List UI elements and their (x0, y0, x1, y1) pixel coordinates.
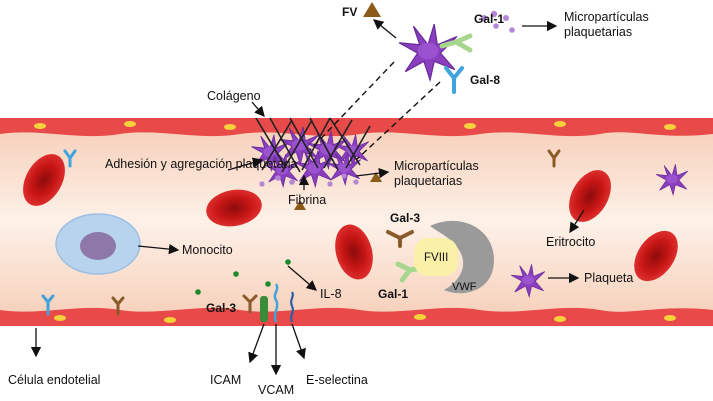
label-il8: IL-8 (320, 287, 342, 301)
label-endothelial: Célula endotelial (8, 373, 100, 387)
label-gal3-left: Gal-3 (206, 301, 236, 315)
galectins (41, 33, 561, 316)
vessel-wall-top (0, 118, 713, 137)
label-collagen: Colágeno (207, 89, 261, 103)
label-platelet: Plaqueta (584, 271, 633, 285)
adhesion-molecules (260, 283, 294, 323)
fv-triangle (363, 2, 381, 17)
label-microparticles-top-text: Micropartículas (564, 10, 649, 24)
label-gal1-top: Gal-1 (474, 12, 504, 26)
factor-triangles (294, 2, 382, 210)
label-gal3-right: Gal-3 (390, 211, 420, 225)
label-eselectin: E-selectina (306, 373, 368, 387)
vwf-shape (430, 220, 494, 294)
endothelial-nuclei (34, 121, 676, 323)
fviii-shape (414, 238, 458, 276)
labels: FV Gal-1 Micropartículas plaquetarias Ga… (8, 5, 652, 397)
label-adhesion: Adhesión y agregación plaquetaria (105, 157, 298, 171)
galectin3-left (242, 294, 258, 314)
vcam-shape (273, 283, 279, 323)
label-fv: FV (342, 5, 357, 19)
label-microparticles-top: Micropartículas plaquetarias (564, 10, 652, 39)
label-monocyte: Monocito (182, 243, 233, 257)
label-gal1-right: Gal-1 (378, 287, 408, 301)
eselectin-shape (290, 291, 294, 323)
icam-shape (260, 296, 268, 322)
vessel-wall-bottom (0, 307, 713, 326)
monocyte-cell (55, 213, 141, 275)
galectin3-right (386, 230, 414, 248)
microparticles (259, 10, 515, 187)
arrows (30, 19, 585, 376)
label-erythrocyte: Eritrocito (546, 235, 595, 249)
il8-dots (195, 259, 291, 295)
label-fviii: FVIII (424, 252, 448, 264)
label-vwf: VWF (452, 281, 477, 293)
zoom-lines (309, 61, 441, 161)
galectin8 (444, 66, 464, 94)
vwf-fviii-complex (414, 220, 494, 294)
label-icam: ICAM (210, 373, 241, 387)
label-fibrin: Fibrina (288, 193, 326, 207)
label-vcam: VCAM (258, 383, 294, 397)
label-gal8: Gal-8 (470, 73, 500, 87)
galectin1-top (439, 33, 473, 53)
